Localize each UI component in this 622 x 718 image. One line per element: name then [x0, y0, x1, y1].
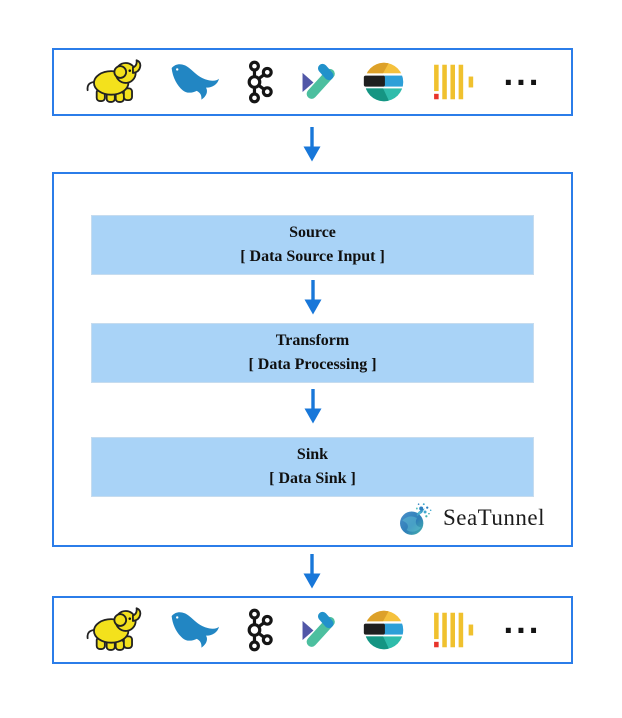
stage-transform: Transform [ Data Processing ]: [91, 323, 534, 383]
down-arrow: [299, 553, 325, 594]
pipeline-box: Source [ Data Source Input ] Transform […: [52, 172, 573, 547]
data-sources-box: ...: [52, 48, 573, 116]
kafka-logo: [243, 58, 273, 106]
ellipsis-label: ...: [503, 58, 541, 92]
stage-source-subtitle: [ Data Source Input ]: [240, 248, 385, 265]
stage-sink: Sink [ Data Sink ]: [91, 437, 534, 497]
ellipsis-label: ...: [503, 606, 541, 640]
down-arrow: [300, 388, 326, 429]
mysql-dolphin-logo: [167, 609, 219, 651]
stage-transform-subtitle: [ Data Processing ]: [248, 356, 377, 373]
down-arrow: [299, 126, 325, 167]
stage-transform-title: Transform: [275, 332, 350, 349]
stage-sink-subtitle: [ Data Sink ]: [269, 470, 356, 487]
hadoop-logo: [84, 59, 142, 105]
stage-source: Source [ Data Source Input ]: [91, 215, 534, 275]
elasticsearch-logo: [362, 608, 406, 652]
play-shape-logo: [298, 610, 338, 650]
seatunnel-brand-label: SeaTunnel: [442, 505, 545, 530]
play-shape-logo: [298, 62, 338, 102]
mysql-dolphin-logo: [167, 61, 219, 103]
clickhouse-logo: [431, 62, 479, 102]
stage-source-title: Source: [289, 224, 336, 241]
seatunnel-brand: SeaTunnel: [397, 498, 545, 538]
data-sinks-box: ...: [52, 596, 573, 664]
down-arrow: [300, 279, 326, 320]
elasticsearch-logo: [362, 60, 406, 104]
kafka-logo: [243, 606, 273, 654]
seatunnel-logo-icon: [397, 498, 435, 538]
hadoop-logo: [84, 607, 142, 653]
clickhouse-logo: [431, 610, 479, 650]
stage-sink-title: Sink: [296, 446, 329, 463]
